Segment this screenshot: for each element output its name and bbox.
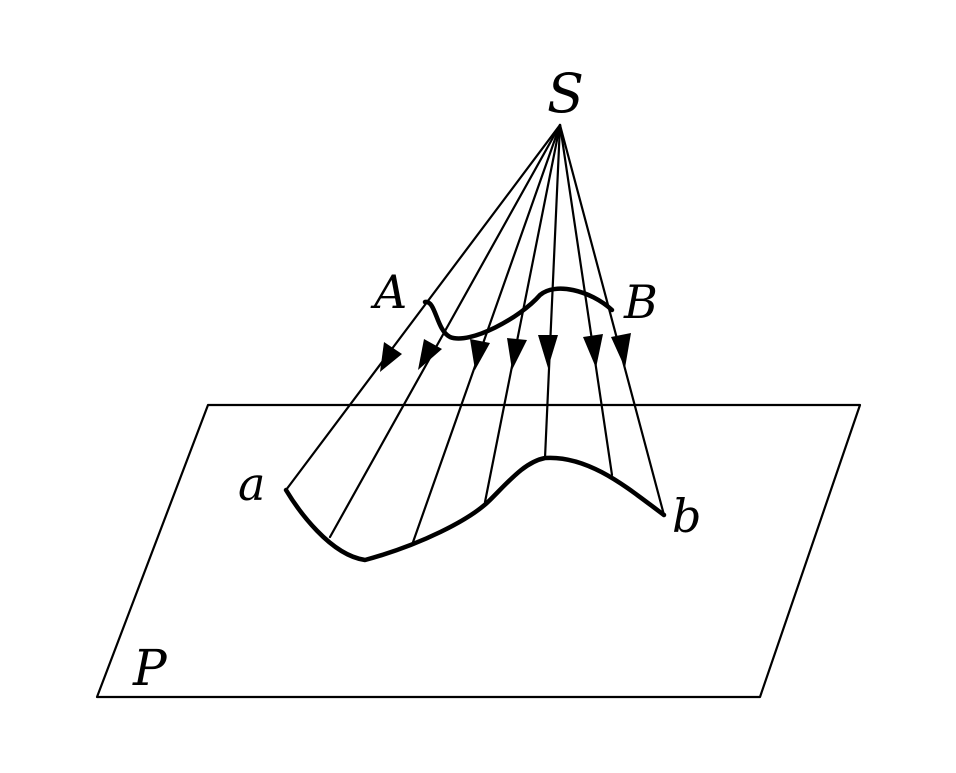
- projection-plane: [95, 403, 862, 699]
- arrowhead: [583, 334, 603, 368]
- label-S: S: [547, 62, 584, 125]
- projection-ray: [558, 123, 666, 517]
- projection-rays: [284, 123, 666, 547]
- arrowhead: [380, 342, 402, 372]
- space-curve-AB: [422, 286, 615, 341]
- label-A: A: [370, 265, 407, 319]
- projection-ray: [543, 123, 562, 460]
- projection-ray: [410, 123, 562, 547]
- arrowhead: [418, 339, 442, 370]
- label-a: a: [238, 457, 265, 511]
- arrowhead: [507, 338, 527, 370]
- projection-ray: [558, 123, 614, 477]
- arrowhead: [538, 335, 558, 368]
- projection-ray: [284, 123, 562, 492]
- arrowhead: [470, 339, 490, 370]
- label-B: B: [623, 275, 658, 329]
- arrowhead: [611, 333, 631, 368]
- label-P: P: [132, 639, 168, 697]
- label-b: b: [672, 489, 701, 543]
- projected-curve-ab: [283, 455, 667, 563]
- ray-arrowheads: [380, 333, 631, 372]
